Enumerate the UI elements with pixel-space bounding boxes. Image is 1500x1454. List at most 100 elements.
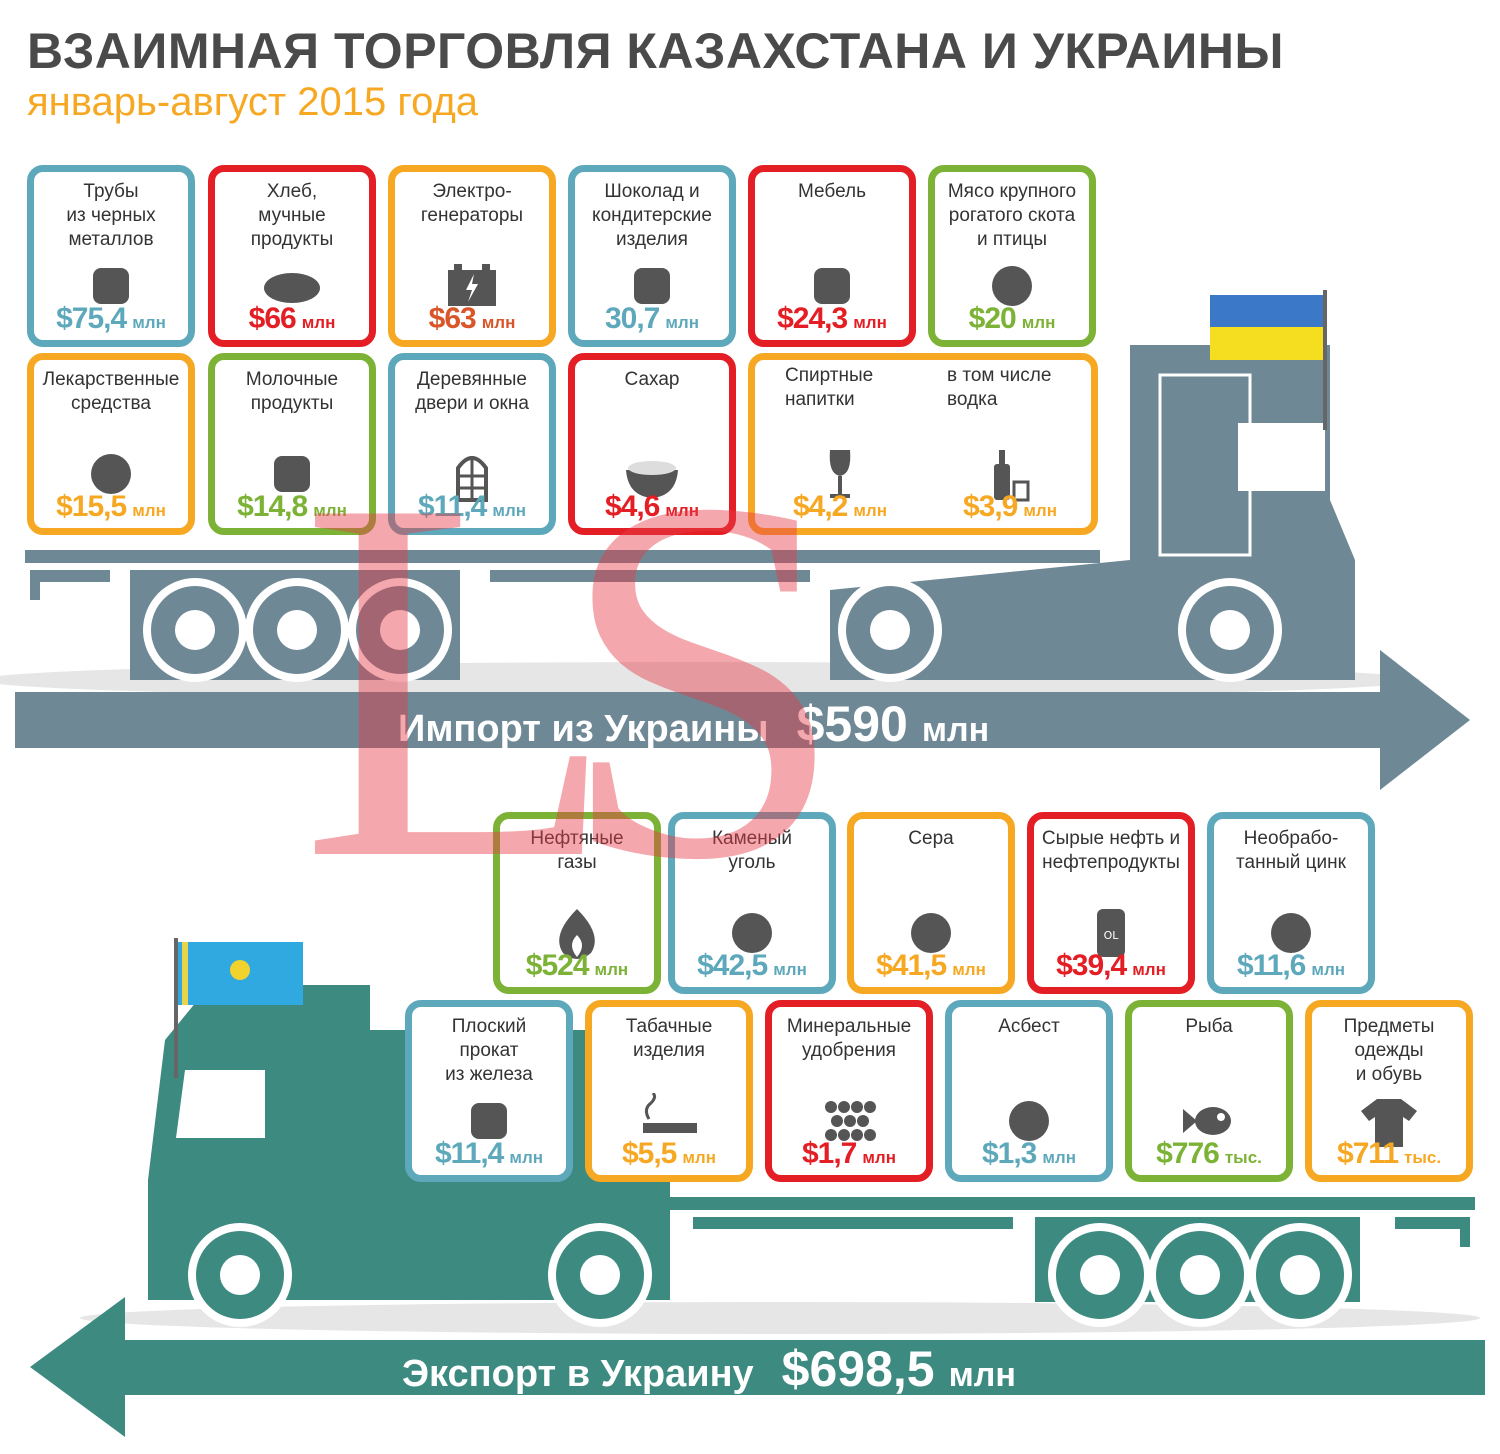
pipe-icon <box>93 268 129 304</box>
product-value-line: $15,5 млн <box>34 490 188 524</box>
fertilizer-icon <box>825 1101 876 1141</box>
import-arrow <box>15 650 1470 790</box>
product-label: Нефтяные газы <box>530 828 624 873</box>
product-value: $14,8 <box>237 490 308 523</box>
export-wheels <box>188 1223 1352 1327</box>
product-label: Каменый уголь <box>711 828 793 873</box>
product-unit: млн <box>862 1148 897 1167</box>
import-value: $590 <box>796 696 908 752</box>
product-card: Необрабо- танный цинк $11,6 млн <box>1207 812 1375 994</box>
export-value: $698,5 <box>781 1341 935 1397</box>
export-label: Экспорт в Украину <box>402 1353 754 1395</box>
product-unit: млн <box>594 960 629 979</box>
import-label: Импорт из Украины <box>398 708 769 750</box>
product-unit: млн <box>132 501 166 520</box>
product-value: $11,4 <box>417 490 487 523</box>
wine-glass-icon <box>829 450 851 498</box>
product-unit: млн <box>509 1148 544 1167</box>
product-unit: млн <box>682 1148 717 1167</box>
product-value: $4,6 <box>604 490 660 523</box>
product-card: Сахар $4,6 млн <box>568 353 736 535</box>
product-value: $63 <box>428 302 477 335</box>
fish-icon <box>1183 1107 1231 1135</box>
product-label: Минеральные удобрения <box>786 1016 912 1061</box>
ukraine-flag-icon <box>1210 290 1327 430</box>
product-value: $11,6 <box>1236 949 1306 982</box>
product-value-line: $11,6 млн <box>1214 949 1368 983</box>
asbestos-icon <box>1009 1101 1049 1141</box>
product-value-line: $75,4 млн <box>34 302 188 336</box>
product-unit: млн <box>1311 960 1346 979</box>
product-value: 30,7 <box>604 302 660 335</box>
product-card: Лекарственные средства $15,5 млн <box>27 353 195 535</box>
product-label: Спиртные напитки <box>785 365 874 410</box>
product-label: Сахар <box>624 369 680 390</box>
product-value: $20 <box>968 302 1017 335</box>
battery-icon <box>448 264 496 306</box>
product-unit: млн <box>301 313 336 332</box>
tshirt-icon <box>1361 1099 1417 1147</box>
product-unit: млн <box>853 501 888 520</box>
pills-icon <box>91 454 131 494</box>
sulfur-icon <box>911 913 951 953</box>
product-value-line: $11,4 млн <box>395 490 549 524</box>
rolled-steel-icon <box>471 1103 507 1139</box>
product-label: Рыба <box>1185 1016 1233 1037</box>
product-value: $66 <box>248 302 297 335</box>
product-label: Электро- генераторы <box>420 181 524 226</box>
import-total: Импорт из Украины $590 млн <box>398 695 989 753</box>
page-title: ВЗАИМНАЯ ТОРГОВЛЯ КАЗАХСТАНА И УКРАИНЫ <box>27 23 1284 79</box>
coal-icon <box>732 913 772 953</box>
vodka-bottle-icon <box>994 450 1030 502</box>
product-label: Шоколад и кондитерские изделия <box>592 181 712 250</box>
armchair-icon <box>814 268 850 304</box>
product-value: $75,4 <box>56 302 127 335</box>
product-unit: тыс. <box>1224 1148 1262 1167</box>
import-unit: млн <box>921 711 990 749</box>
product-unit: млн <box>853 313 887 332</box>
product-value: $15,5 <box>56 490 127 523</box>
product-unit: млн <box>665 501 700 520</box>
product-unit: млн <box>492 501 527 520</box>
product-value: $39,4 <box>1056 949 1127 982</box>
product-label: Необрабо- танный цинк <box>1236 828 1346 873</box>
kazakhstan-flag-icon <box>174 938 303 1078</box>
product-unit: млн <box>773 960 807 979</box>
svg-text:OL: OL <box>1104 929 1120 942</box>
product-value: $41,5 <box>876 949 947 982</box>
product-label: Лекарственные средства <box>42 369 180 414</box>
product-label: в том числе водка <box>947 365 1052 410</box>
product-label: Трубы из черных металлов <box>66 181 156 250</box>
product-unit: млн <box>1021 313 1056 332</box>
product-label: Молочные продукты <box>245 369 339 414</box>
product-card: Трубы из черных металлов $75,4 млн <box>27 165 195 347</box>
product-unit: млн <box>132 313 166 332</box>
